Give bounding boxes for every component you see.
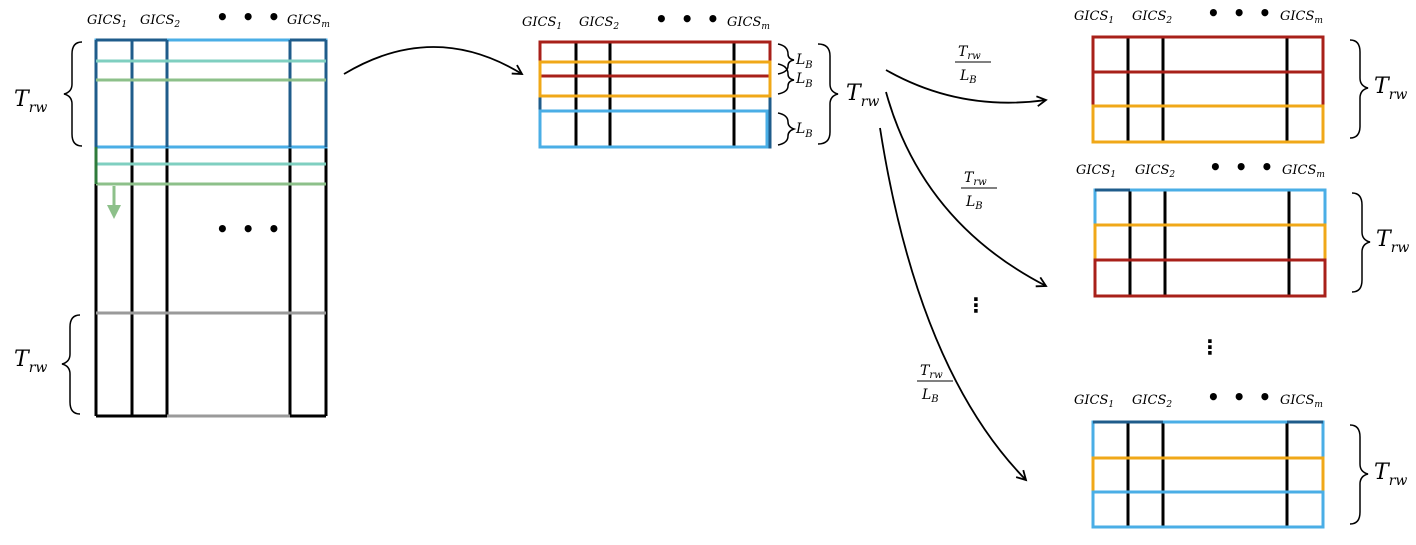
last-window-brace (61, 314, 81, 415)
r1-window-label: Trw (1374, 74, 1407, 103)
block-column-headers: GICS1 GICS2 • • • GICSm (522, 7, 770, 32)
block-2-length-label: LB (795, 71, 813, 90)
block-gics-2-label: GICS2 (579, 15, 619, 32)
r2-gics-1-label: GICS1 (1076, 163, 1116, 180)
r1-column-ellipsis: • • • (1207, 1, 1274, 25)
resample-arrow-2 (885, 91, 1048, 288)
block-last-length-label: LB (795, 121, 813, 140)
matrices-vertical-ellipsis: ⋮ (1200, 335, 1223, 359)
rn-gics-2-label: GICS2 (1132, 393, 1172, 410)
block-last-box (538, 109, 769, 149)
r2-gics-m-label: GICSm (1282, 163, 1325, 180)
r1-gics-2-label: GICS2 (1132, 9, 1172, 26)
r2-column-ellipsis: • • • (1209, 155, 1276, 179)
block-1-box (538, 40, 772, 78)
r2-gics-2-label: GICS2 (1135, 163, 1175, 180)
rn-window-label: Trw (1374, 460, 1407, 489)
first-window-label: Trw (14, 87, 47, 116)
block-gics-1-label: GICS1 (522, 15, 562, 32)
last-window-label: Trw (14, 347, 47, 376)
block-1-length-label: LB (795, 52, 813, 71)
rn-gics-m-label: GICSm (1280, 393, 1323, 410)
full-data-matrix: GICS1 GICS2 • • • GICSm • • (14, 5, 330, 418)
gics-1-label: GICS1 (87, 13, 127, 30)
svg-text:Trw: Trw (920, 363, 943, 381)
resampled-matrix-1: GICS1 GICS2 • • • GICSm Trw (1074, 1, 1407, 144)
r2-window-label: Trw (1376, 227, 1409, 256)
rn-gics-1-label: GICS1 (1074, 393, 1114, 410)
svg-text:LB: LB (965, 194, 983, 212)
block-window-brace (817, 43, 839, 145)
block-2-box (538, 60, 772, 98)
rn-column-ellipsis: • • • (1207, 385, 1274, 409)
fraction-label-1: Trw LB (955, 44, 991, 86)
gics-2-label: GICS2 (140, 13, 180, 30)
column-ellipsis: • • • (216, 5, 283, 29)
to-blocks-arrow (343, 46, 524, 75)
fraction-label-2: Trw LB (961, 170, 997, 212)
r1-gics-1-label: GICS1 (1074, 9, 1114, 26)
resample-arrow-1 (885, 69, 1048, 107)
block-gics-m-label: GICSm (727, 15, 770, 32)
svg-text:Trw: Trw (958, 44, 981, 62)
resampled-matrix-n: GICS1 GICS2 • • • GICSm Trw (1074, 385, 1407, 529)
svg-text:LB: LB (921, 387, 939, 405)
block-column-ellipsis: • • • (655, 7, 722, 31)
r1-gics-m-label: GICSm (1280, 9, 1323, 26)
svg-text:LB: LB (959, 68, 977, 86)
arrows-vertical-ellipsis: ⋮ (966, 293, 989, 317)
matrix-middle-ellipsis: • • • (216, 217, 283, 241)
fraction-label-n: Trw LB (917, 363, 953, 405)
matrix-column-headers: GICS1 GICS2 • • • GICSm (87, 5, 330, 30)
block-window-label: Trw (846, 81, 879, 110)
resample-arrow-n (879, 127, 1028, 482)
svg-text:Trw: Trw (964, 170, 987, 188)
resampled-matrix-2: GICS1 GICS2 • • • GICSm Trw (1076, 155, 1409, 298)
block-matrix: GICS1 GICS2 • • • GICSm LB LB LB Trw (522, 7, 879, 149)
first-window-brace (63, 41, 83, 147)
gics-m-label: GICSm (287, 13, 330, 30)
